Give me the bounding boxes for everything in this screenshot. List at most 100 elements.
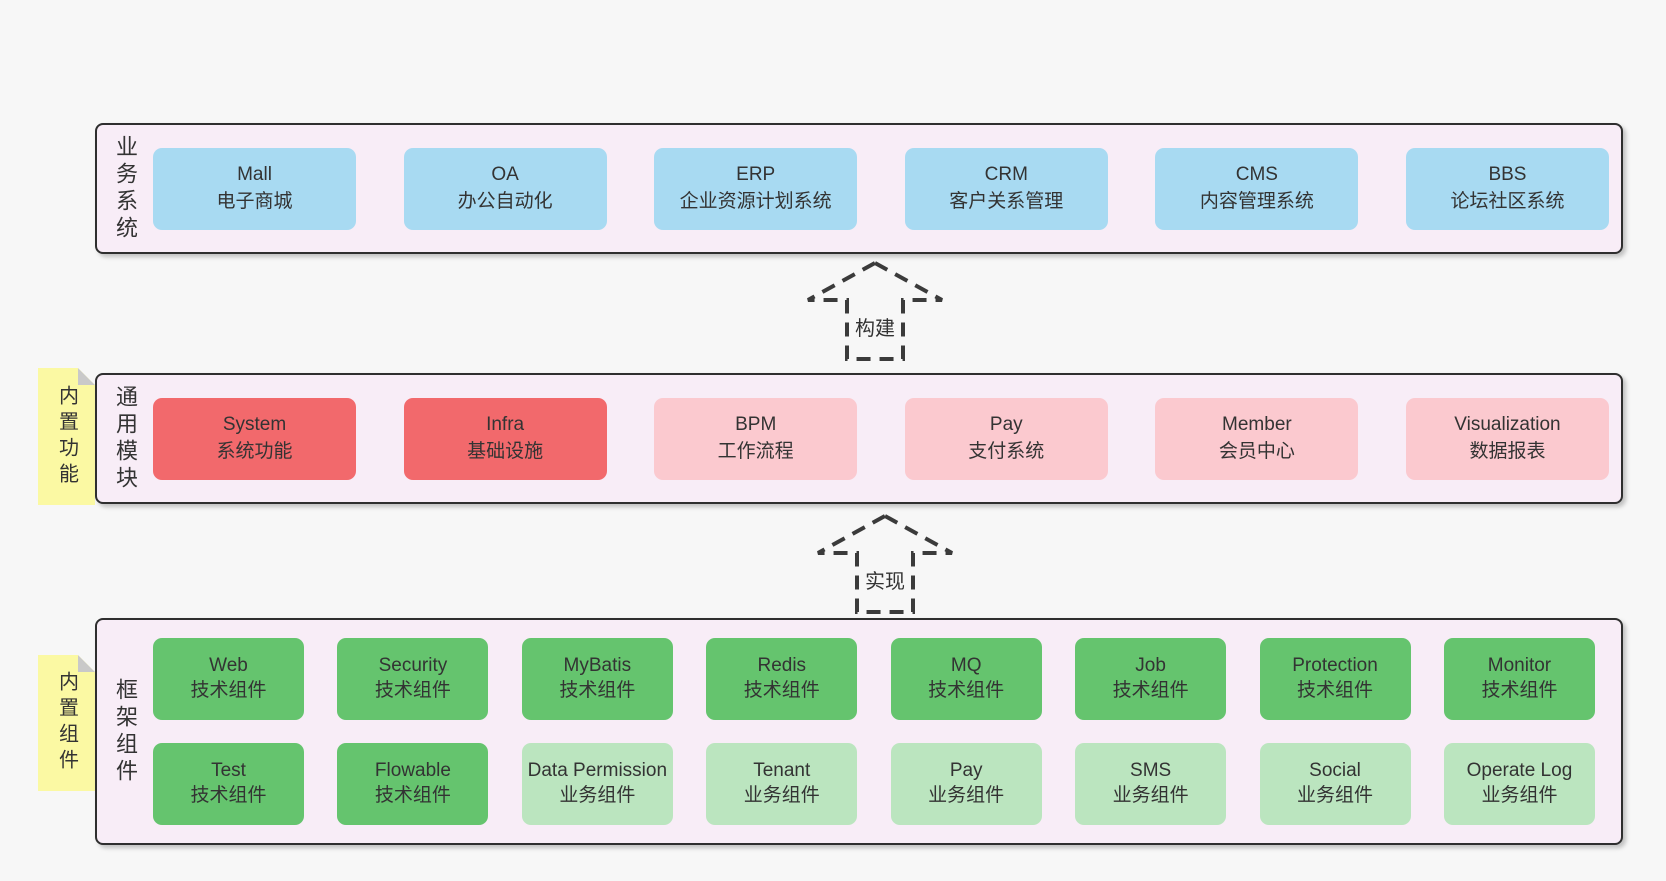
box-subtitle: 技术组件 xyxy=(743,680,820,701)
sticky-note-builtin-features: 内置功能 xyxy=(38,368,95,505)
box-title: Test xyxy=(211,760,246,782)
box-data-permission: Data Permission 业务组件 xyxy=(521,743,673,825)
arrow-build-text: 构建 xyxy=(852,312,898,341)
box-subtitle: 业务组件 xyxy=(743,785,820,806)
box-social: Social 业务组件 xyxy=(1259,743,1411,825)
box-title: MQ xyxy=(950,655,982,677)
box-title: Pay xyxy=(949,760,983,782)
box-title: BPM xyxy=(735,413,777,435)
box-mq: MQ 技术组件 xyxy=(890,638,1042,720)
box-title: Visualization xyxy=(1454,413,1561,435)
box-title: BBS xyxy=(1488,163,1527,185)
box-monitor: Monitor 技术组件 xyxy=(1443,638,1595,720)
box-subtitle: 内容管理系统 xyxy=(1199,190,1314,212)
box-title: Flowable xyxy=(374,760,451,782)
box-subtitle: 技术组件 xyxy=(374,680,451,701)
framework-components-label-column: 框架组件 xyxy=(97,620,153,843)
box-title: Social xyxy=(1309,760,1361,782)
box-title: OA xyxy=(491,163,519,185)
box-subtitle: 系统功能 xyxy=(216,440,293,462)
box-subtitle: 支付系统 xyxy=(968,440,1045,462)
box-subtitle: 技术组件 xyxy=(559,680,636,701)
box-bpm: BPM 工作流程 xyxy=(654,397,858,480)
sticky-note-builtin-components: 内置组件 xyxy=(38,655,95,791)
business-systems-panel: 业务系统 Mall 电子商城 OA 办公自动化 ERP 企业资源计划系统 CRM… xyxy=(95,123,1623,254)
box-subtitle: 客户关系管理 xyxy=(949,190,1064,212)
box-title: Tenant xyxy=(753,760,811,782)
box-subtitle: 技术组件 xyxy=(374,785,451,806)
business-systems-label-column: 业务系统 xyxy=(97,125,153,252)
box-crm: CRM 客户关系管理 xyxy=(904,147,1108,230)
box-bbs: BBS 论坛社区系统 xyxy=(1405,147,1609,230)
box-infra: Infra 基础设施 xyxy=(403,397,607,480)
arrow-implement-text: 实现 xyxy=(862,565,908,594)
box-pay-system: Pay 支付系统 xyxy=(904,397,1108,480)
arrow-implement-label: 实现 xyxy=(815,565,955,594)
box-web: Web 技术组件 xyxy=(153,638,304,720)
box-subtitle: 基础设施 xyxy=(467,440,544,462)
box-job: Job 技术组件 xyxy=(1075,638,1227,720)
box-title: SMS xyxy=(1130,760,1172,782)
box-flowable: Flowable 技术组件 xyxy=(337,743,489,825)
box-subtitle: 数据报表 xyxy=(1469,440,1546,462)
box-protection: Protection 技术组件 xyxy=(1259,638,1411,720)
box-subtitle: 技术组件 xyxy=(190,680,267,701)
framework-components-label: 框架组件 xyxy=(113,677,138,786)
components-row-1: Web 技术组件 Security 技术组件 MyBatis 技术组件 Redi… xyxy=(153,638,1595,720)
box-subtitle: 业务组件 xyxy=(559,785,636,806)
box-title: Mall xyxy=(237,163,272,185)
box-erp: ERP 企业资源计划系统 xyxy=(654,147,858,230)
box-title: CMS xyxy=(1235,163,1278,185)
box-sms: SMS 业务组件 xyxy=(1075,743,1227,825)
box-oa: OA 办公自动化 xyxy=(403,147,607,230)
common-modules-row: System 系统功能 Infra 基础设施 BPM 工作流程 Pay 支付系统… xyxy=(153,375,1621,502)
box-title: Monitor xyxy=(1487,655,1552,677)
box-title: Job xyxy=(1135,655,1166,677)
box-subtitle: 业务组件 xyxy=(928,785,1005,806)
box-subtitle: 技术组件 xyxy=(1112,680,1189,701)
box-title: CRM xyxy=(984,163,1028,185)
box-member: Member 会员中心 xyxy=(1155,397,1359,480)
box-mall: Mall 电子商城 xyxy=(153,147,356,230)
box-subtitle: 技术组件 xyxy=(928,680,1005,701)
box-test: Test 技术组件 xyxy=(153,743,304,825)
box-subtitle: 会员中心 xyxy=(1218,440,1295,462)
box-title: ERP xyxy=(736,163,776,185)
box-subtitle: 办公自动化 xyxy=(457,190,553,212)
arrow-build-label: 构建 xyxy=(805,312,945,341)
box-subtitle: 业务组件 xyxy=(1297,785,1374,806)
components-row-2: Test 技术组件 Flowable 技术组件 Data Permission … xyxy=(153,743,1595,825)
arrow-build: 构建 xyxy=(805,260,945,362)
box-title: Protection xyxy=(1292,655,1378,677)
common-modules-label-column: 通用模块 xyxy=(97,375,153,502)
box-title: System xyxy=(222,413,287,435)
box-subtitle: 业务组件 xyxy=(1112,785,1189,806)
framework-components-grid: Web 技术组件 Security 技术组件 MyBatis 技术组件 Redi… xyxy=(153,620,1621,843)
box-pay-component: Pay 业务组件 xyxy=(890,743,1042,825)
framework-components-panel: 框架组件 Web 技术组件 Security 技术组件 MyBatis 技术组件… xyxy=(95,618,1623,845)
box-subtitle: 工作流程 xyxy=(717,440,794,462)
box-subtitle: 企业资源计划系统 xyxy=(679,190,832,212)
box-title: Operate Log xyxy=(1466,760,1573,782)
box-system: System 系统功能 xyxy=(153,397,356,480)
box-tenant: Tenant 业务组件 xyxy=(706,743,858,825)
box-title: Web xyxy=(209,655,248,677)
box-title: Security xyxy=(378,655,448,677)
common-modules-panel: 通用模块 System 系统功能 Infra 基础设施 BPM 工作流程 Pay… xyxy=(95,373,1623,504)
box-redis: Redis 技术组件 xyxy=(706,638,858,720)
box-visualization: Visualization 数据报表 xyxy=(1405,397,1609,480)
box-title: Infra xyxy=(486,413,525,435)
box-subtitle: 技术组件 xyxy=(1297,680,1374,701)
box-operate-log: Operate Log 业务组件 xyxy=(1443,743,1595,825)
box-subtitle: 电子商城 xyxy=(216,190,293,212)
sticky-note-label: 内置功能 xyxy=(55,384,78,489)
business-systems-row: Mall 电子商城 OA 办公自动化 ERP 企业资源计划系统 CRM 客户关系… xyxy=(153,125,1621,252)
box-title: Data Permission xyxy=(527,760,668,782)
box-title: MyBatis xyxy=(563,655,632,677)
common-modules-label: 通用模块 xyxy=(113,384,138,493)
box-mybatis: MyBatis 技术组件 xyxy=(521,638,673,720)
box-subtitle: 论坛社区系统 xyxy=(1450,190,1565,212)
box-security: Security 技术组件 xyxy=(337,638,489,720)
sticky-note-label: 内置组件 xyxy=(55,671,78,775)
business-systems-label: 业务系统 xyxy=(113,134,138,243)
